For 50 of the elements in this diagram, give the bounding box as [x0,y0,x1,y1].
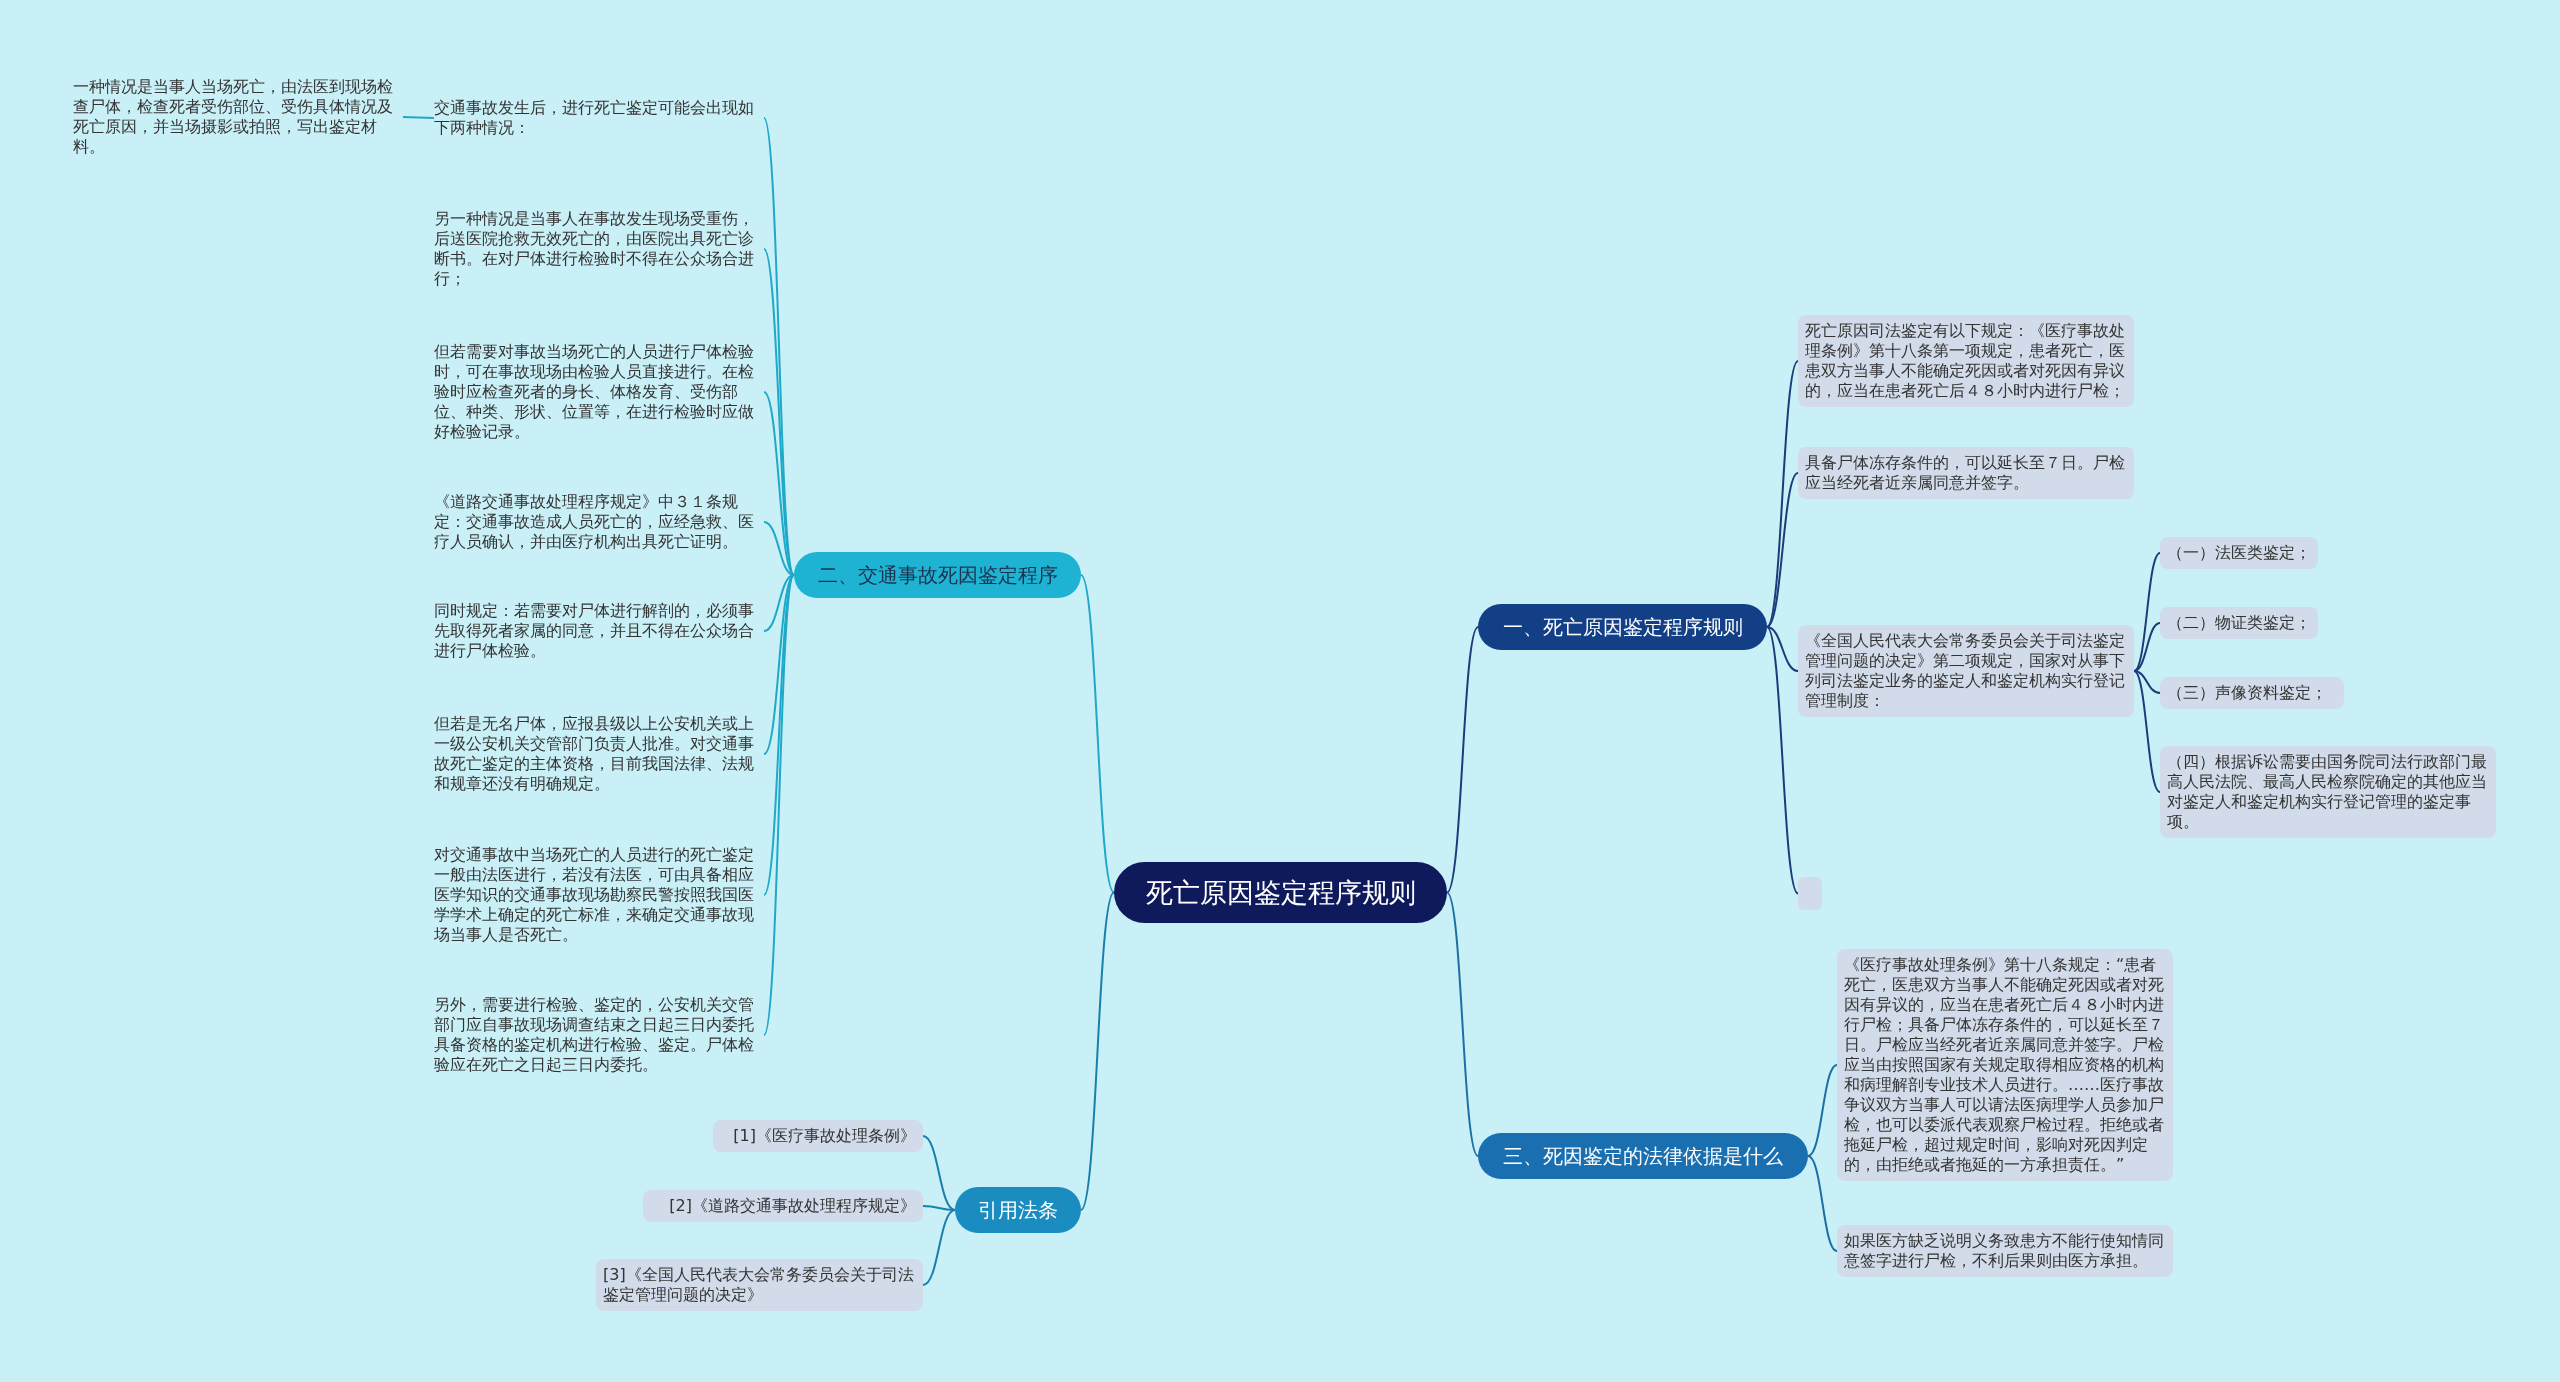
topic-text: 但若需要对事故当场死亡的人员进行尸体检验时，可在事故现场由检验人员直接进行。在检验时应检查死者的身长、体格发育、受伤部位、种类、形状、位置等，在进行检验时应做好检验记录。 [434,340,764,444]
connector-line [1766,626,1799,895]
connector-line [1080,574,1115,894]
connector-line [763,521,795,576]
topic-box: 《医疗事故处理条例》第十八条规定：“患者死亡，医患双方当事人不能确定死因或者对死因有异议的，应当在患者死亡后４８小时内进行尸检；具备尸体冻存条件的，可以延长至７日。尸检应当经死者近亲属同意并签字。尸检应当由按照国家有关规定取得相应资格的机构和病理解剖专业技术人员进行。……医疗事故争议双方当事人可以请法医病理学人员参加尸检，也可以委派代表观察尸检过程。拒绝或者拖延尸检，超过规定时间，影响对死因判定的，由拒绝或者拖延的一方承担责任。” [1837,949,2173,1181]
topic-box: [1]《医疗事故处理条例》 [713,1120,923,1152]
connector-line [922,1135,956,1211]
branch-topic: 二、交通事故死因鉴定程序 [794,552,1081,598]
connector-line [1446,891,1479,1157]
connector-line [2133,670,2161,694]
topic-box: [2]《道路交通事故处理程序规定》 [643,1190,923,1222]
topic-text: 同时规定：若需要对尸体进行解剖的，必须事先取得死者家属的同意，并且不得在公众场合进行尸体检验。 [434,599,764,663]
branch-topic: 引用法条 [955,1187,1081,1233]
topic-box: （二）物证类鉴定； [2160,607,2318,639]
connector-line [2133,552,2161,672]
topic-box: （四）根据诉讼需要由国务院司法行政部门最高人民法院、最高人民检察院确定的其他应当对鉴定人和鉴定机构实行登记管理的鉴定事项。 [2160,746,2496,838]
topic-box: （三）声像资料鉴定； [2160,677,2344,709]
connector-line [763,248,795,576]
connector-line [402,116,435,119]
connector-line [922,1209,956,1286]
topic-text: 另一种情况是当事人在事故发生现场受重伤，后送医院抢救无效死亡的，由医院出具死亡诊断书。在对尸体进行检验时不得在公众场合进行； [434,207,764,291]
topic-box: 如果医方缺乏说明义务致患方不能行使知情同意签字进行尸检，不利后果则由医方承担。 [1837,1225,2173,1277]
connector-line [2133,622,2161,672]
connector-line [763,574,795,896]
connector-line [1807,1155,1838,1252]
topic-text: 另外，需要进行检验、鉴定的，公安机关交管部门应自事故现场调查结束之日起三日内委托具备资格的鉴定机构进行检验、鉴定。尸体检验应在死亡之日起三日内委托。 [434,993,764,1077]
connector-line [2133,670,2161,793]
topic-box: 死亡原因司法鉴定有以下规定：《医疗事故处理条例》第十八条第一项规定，患者死亡，医患双方当事人不能确定死因或者对死因有异议的，应当在患者死亡后４８小时内进行尸检； [1798,315,2134,407]
topic-text: 《道路交通事故处理程序规定》中３１条规定：交通事故造成人员死亡的，应经急救、医疗人员确认，并由医疗机构出具死亡证明。 [434,490,764,554]
topic-text: 交通事故发生后，进行死亡鉴定可能会出现如下两种情况： [434,96,764,140]
topic-box: 具备尸体冻存条件的，可以延长至７日。尸检应当经死者近亲属同意并签字。 [1798,447,2134,499]
topic-text: 但若是无名尸体，应报县级以上公安机关或上一级公安机关交管部门负责人批准。对交通事故死亡鉴定的主体资格，目前我国法律、法规和规章还没有明确规定。 [434,712,764,796]
central-topic: 死亡原因鉴定程序规则 [1114,862,1447,923]
branch-topic: 三、死因鉴定的法律依据是什么 [1478,1133,1808,1179]
connector-line [1080,891,1115,1211]
connector-line [763,391,795,576]
topic-text: 对交通事故中当场死亡的人员进行的死亡鉴定一般由法医进行，若没有法医，可由具备相应医学知识的交通事故现场勘察民警按照我国医学学术上确定的死亡标准，来确定交通事故现场当事人是否死亡。 [434,843,764,947]
empty-box [1798,877,1822,910]
connector-line [922,1205,956,1211]
topic-box: 《全国人民代表大会常务委员会关于司法鉴定管理问题的决定》第二项规定，国家对从事下列司法鉴定业务的鉴定人和鉴定机构实行登记管理制度： [1798,625,2134,717]
connector-line [763,574,795,755]
topic-box: （一）法医类鉴定； [2160,537,2318,569]
connector-line [1766,472,1799,628]
topic-box: [3]《全国人民代表大会常务委员会关于司法鉴定管理问题的决定》 [596,1259,923,1311]
connector-line [1446,626,1479,894]
connector-line [1766,626,1799,672]
connector-line [763,574,795,1036]
branch-topic: 一、死亡原因鉴定程序规则 [1478,604,1767,650]
topic-text: 一种情况是当事人当场死亡，由法医到现场检查尸体，检查死者受伤部位、受伤具体情况及死亡原因，并当场摄影或拍照，写出鉴定材料。 [73,75,403,159]
connector-line [1807,1064,1838,1157]
